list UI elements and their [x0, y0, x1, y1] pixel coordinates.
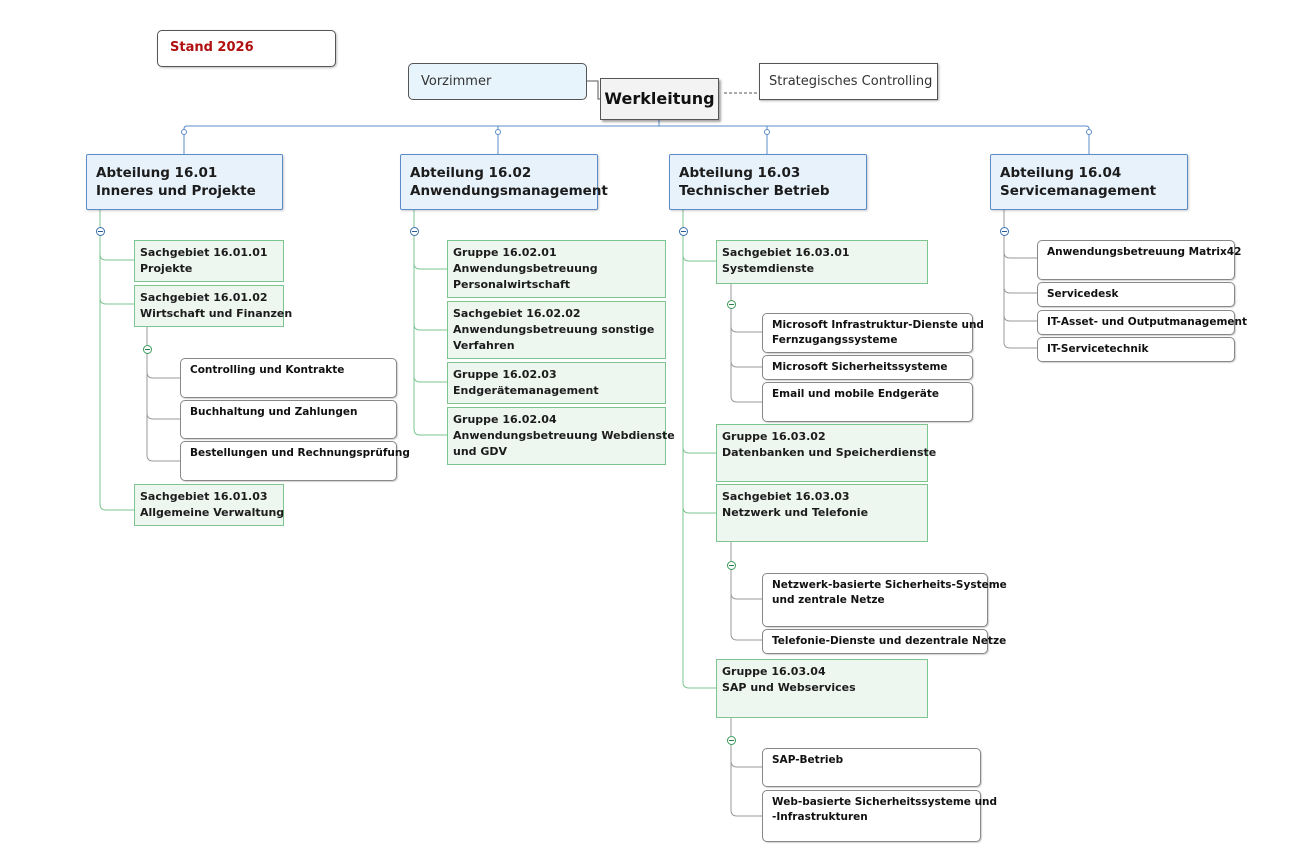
task-box[interactable]: Anwendungsbetreuung Matrix42	[1037, 240, 1242, 280]
department-number: Abteilung 16.01	[96, 165, 218, 181]
task-label-cont: -Infrastrukturen	[772, 811, 868, 823]
unit-number: Sachgebiet 16.03.03	[722, 490, 850, 503]
task-box[interactable]: IT-Asset- und Outputmanagement	[1037, 310, 1247, 335]
task-label: SAP-Betrieb	[772, 754, 844, 766]
unit-title: Endgerätemanagement	[453, 384, 599, 397]
task-box[interactable]: Buchhaltung und Zahlungen	[180, 400, 397, 439]
collapse-toggle-icon[interactable]	[679, 227, 688, 236]
task-box[interactable]: Bestellungen und Rechnungsprüfung	[180, 441, 410, 481]
unit-16-02-01[interactable]: Gruppe 16.02.01 Anwendungsbetreuung Pers…	[447, 240, 666, 298]
connector-knob	[181, 129, 187, 135]
unit-title: Allgemeine Verwaltung	[140, 506, 285, 519]
unit-number: Sachgebiet 16.01.03	[140, 490, 268, 503]
unit-number: Gruppe 16.03.04	[722, 665, 826, 678]
unit-title-cont: und GDV	[453, 445, 508, 458]
unit-16-01-03[interactable]: Sachgebiet 16.01.03 Allgemeine Verwaltun…	[134, 484, 284, 526]
task-box[interactable]: Email und mobile Endgeräte	[762, 382, 973, 422]
department-title: Anwendungsmanagement	[410, 183, 608, 199]
task-box[interactable]: Servicedesk	[1037, 282, 1235, 307]
connector-knob	[495, 129, 501, 135]
unit-16-01-02[interactable]: Sachgebiet 16.01.02 Wirtschaft und Finan…	[134, 285, 293, 327]
task-label-cont: Fernzugangssysteme	[772, 334, 898, 346]
task-box[interactable]: Microsoft Infrastruktur-Dienste und Fern…	[762, 313, 984, 353]
connector-knob	[1086, 129, 1092, 135]
unit-title: Projekte	[140, 262, 193, 275]
unit-title-cont: Personalwirtschaft	[453, 278, 571, 291]
unit-title: SAP und Webservices	[722, 681, 856, 694]
werkleitung-box[interactable]: Werkleitung	[600, 78, 719, 120]
department-number: Abteilung 16.04	[1000, 165, 1122, 181]
collapse-toggle-icon[interactable]	[410, 227, 419, 236]
task-box[interactable]: Netzwerk-basierte Sicherheits-Systeme un…	[762, 573, 1007, 627]
vorzimmer-box[interactable]: Vorzimmer	[408, 63, 587, 100]
task-label: Anwendungsbetreuung Matrix42	[1047, 246, 1242, 258]
unit-16-02-04[interactable]: Gruppe 16.02.04 Anwendungsbetreuung Webd…	[447, 407, 675, 465]
unit-title: Systemdienste	[722, 262, 815, 275]
collapse-toggle-icon[interactable]	[1000, 227, 1009, 236]
department-title: Servicemanagement	[1000, 183, 1157, 199]
task-label: Buchhaltung und Zahlungen	[190, 406, 358, 418]
unit-number: Sachgebiet 16.03.01	[722, 246, 850, 259]
unit-number: Gruppe 16.02.03	[453, 368, 557, 381]
unit-number: Gruppe 16.02.01	[453, 246, 557, 259]
task-label: Microsoft Infrastruktur-Dienste und	[772, 319, 984, 331]
task-label: Bestellungen und Rechnungsprüfung	[190, 447, 410, 459]
unit-title-cont: Verfahren	[453, 339, 515, 352]
department-number: Abteilung 16.02	[410, 165, 532, 181]
unit-number: Gruppe 16.02.04	[453, 413, 557, 426]
unit-number: Sachgebiet 16.02.02	[453, 307, 581, 320]
task-box[interactable]: Telefonie-Dienste und dezentrale Netze	[762, 629, 1007, 654]
unit-title: Datenbanken und Speicherdienste	[722, 446, 937, 459]
task-label: Controlling und Kontrakte	[190, 364, 345, 376]
unit-title: Anwendungsbetreuung Webdienste	[453, 429, 675, 442]
department-title: Inneres und Projekte	[96, 183, 256, 199]
task-box[interactable]: SAP-Betrieb	[762, 748, 981, 787]
collapse-toggle-icon[interactable]	[96, 227, 105, 236]
task-label: Netzwerk-basierte Sicherheits-Systeme	[772, 579, 1007, 591]
task-label-cont: und zentrale Netze	[772, 594, 885, 606]
unit-16-03-02[interactable]: Gruppe 16.03.02 Datenbanken und Speicher…	[716, 424, 937, 482]
collapse-toggle-icon[interactable]	[727, 561, 736, 570]
unit-number: Sachgebiet 16.01.02	[140, 291, 268, 304]
department-16-02[interactable]: Abteilung 16.02 Anwendungsmanagement	[400, 154, 608, 210]
task-label: IT-Servicetechnik	[1047, 343, 1149, 355]
task-label: Servicedesk	[1047, 288, 1119, 300]
unit-number: Gruppe 16.03.02	[722, 430, 826, 443]
unit-title: Netzwerk und Telefonie	[722, 506, 869, 519]
collapse-toggle-icon[interactable]	[143, 345, 152, 354]
task-label: Email und mobile Endgeräte	[772, 388, 940, 400]
connector-knob	[764, 129, 770, 135]
unit-16-03-03[interactable]: Sachgebiet 16.03.03 Netzwerk und Telefon…	[716, 484, 928, 542]
unit-title: Anwendungsbetreuung sonstige	[453, 323, 655, 336]
task-box[interactable]: IT-Servicetechnik	[1037, 337, 1235, 362]
strategisches-controlling-box[interactable]: Strategisches Controlling	[759, 63, 938, 100]
department-number: Abteilung 16.03	[679, 165, 801, 181]
task-box[interactable]: Microsoft Sicherheitssysteme	[762, 355, 973, 380]
department-title: Technischer Betrieb	[679, 183, 830, 199]
collapse-toggle-icon[interactable]	[727, 736, 736, 745]
unit-number: Sachgebiet 16.01.01	[140, 246, 268, 259]
task-label: IT-Asset- und Outputmanagement	[1047, 316, 1247, 328]
stand-label: Stand 2026	[157, 30, 336, 67]
department-16-04[interactable]: Abteilung 16.04 Servicemanagement	[990, 154, 1188, 210]
unit-16-01-01[interactable]: Sachgebiet 16.01.01 Projekte	[134, 240, 284, 282]
task-box[interactable]: Web-basierte Sicherheitssysteme und -Inf…	[762, 790, 998, 842]
unit-16-02-02[interactable]: Sachgebiet 16.02.02 Anwendungsbetreuung …	[447, 301, 666, 359]
unit-16-03-01[interactable]: Sachgebiet 16.03.01 Systemdienste	[716, 240, 928, 284]
task-label: Telefonie-Dienste und dezentrale Netze	[772, 635, 1007, 647]
department-16-01[interactable]: Abteilung 16.01 Inneres und Projekte	[86, 154, 283, 210]
unit-title: Wirtschaft und Finanzen	[140, 307, 293, 320]
task-box[interactable]: Controlling und Kontrakte	[180, 358, 397, 398]
task-label: Web-basierte Sicherheitssysteme und	[772, 796, 998, 808]
collapse-toggle-icon[interactable]	[727, 300, 736, 309]
unit-16-03-04[interactable]: Gruppe 16.03.04 SAP und Webservices	[716, 659, 928, 718]
task-label: Microsoft Sicherheitssysteme	[772, 361, 948, 373]
department-16-03[interactable]: Abteilung 16.03 Technischer Betrieb	[669, 154, 867, 210]
unit-title: Anwendungsbetreuung	[453, 262, 598, 275]
unit-16-02-03[interactable]: Gruppe 16.02.03 Endgerätemanagement	[447, 362, 666, 404]
